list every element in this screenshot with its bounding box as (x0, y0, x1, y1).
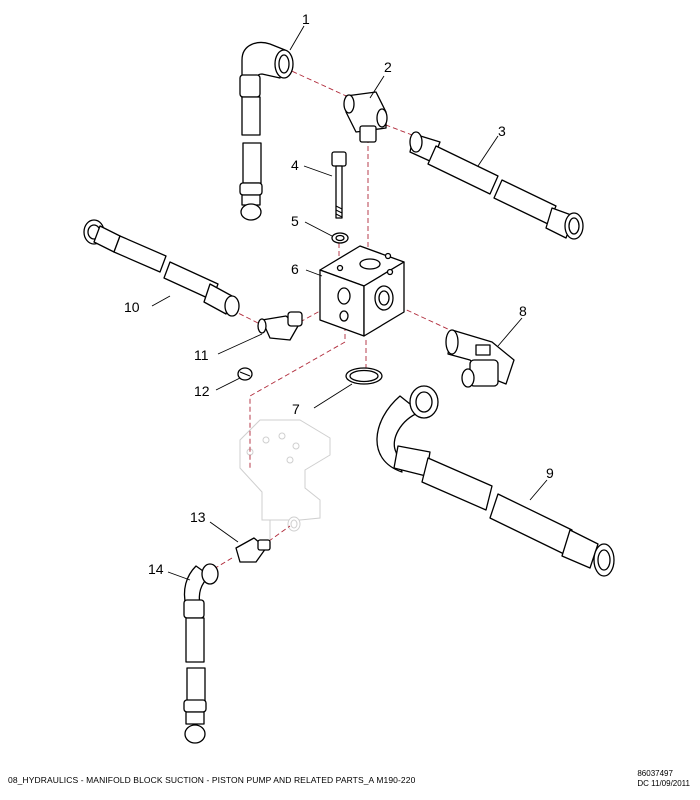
plug-12 (237, 367, 253, 381)
manifold-block-6 (319, 245, 405, 337)
hose-assembly-1 (239, 41, 294, 221)
callout-11: 11 (194, 347, 209, 363)
callout-13: 13 (190, 509, 206, 525)
callout-7: 7 (292, 401, 300, 417)
callout-10: 10 (124, 299, 140, 315)
callout-8: 8 (519, 303, 527, 319)
tee-fitting-2 (343, 91, 388, 143)
callout-9: 9 (546, 465, 554, 481)
bolt-4 (331, 151, 347, 219)
hose-assembly-3 (409, 131, 584, 240)
callout-3: 3 (498, 123, 506, 139)
hose-assembly-9 (376, 385, 615, 577)
alignment-lines (211, 67, 451, 571)
callout-5: 5 (291, 213, 299, 229)
document-reference: 86037497 DC 11/09/2011 (637, 769, 690, 789)
callout-4: 4 (291, 157, 299, 173)
callout-14: 14 (148, 561, 164, 577)
elbow-adapter-8 (445, 329, 515, 388)
elbow-fitting-11 (257, 311, 303, 341)
callout-6: 6 (291, 261, 299, 277)
callout-12: 12 (194, 383, 210, 399)
date-code: DC 11/09/2011 (637, 779, 690, 788)
ghost-port-washer (287, 516, 301, 532)
washer-5 (331, 232, 349, 244)
figure-caption: 08_HYDRAULICS - MANIFOLD BLOCK SUCTION -… (8, 775, 416, 785)
hose-assembly-10 (83, 219, 240, 317)
o-ring-7 (345, 367, 383, 385)
callout-1: 1 (302, 11, 310, 27)
document-number: 86037497 (637, 769, 673, 778)
callout-2: 2 (384, 59, 392, 75)
hose-assembly-14 (183, 563, 219, 744)
callout-leaders (151, 25, 548, 581)
ghost-pump-bracket (239, 419, 331, 545)
callout-labels: 1 2 3 4 5 6 7 8 9 10 11 12 13 14 (124, 11, 554, 577)
adapter-13 (235, 537, 271, 563)
